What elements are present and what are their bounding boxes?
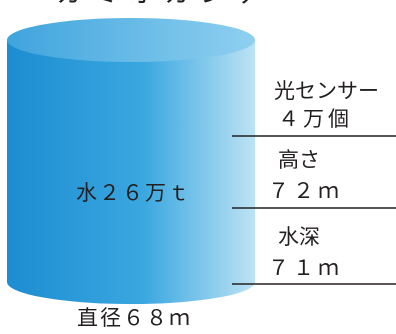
- height-value: ７２ｍ: [268, 179, 343, 203]
- depth-label: 水深: [278, 225, 320, 249]
- tank-top: [7, 18, 255, 62]
- sensor-label: 光センサー: [274, 79, 379, 103]
- height-label: 高さ: [278, 148, 320, 172]
- title-partial: ーカミオカンデ: [20, 0, 272, 9]
- depth-value: ７１ｍ: [268, 256, 343, 280]
- tank-body: [7, 40, 255, 304]
- sensor-value: ４万個: [278, 107, 353, 131]
- tank-water-label: 水２６万ｔ: [76, 181, 191, 205]
- diameter-label: 直径６８ｍ: [77, 306, 192, 330]
